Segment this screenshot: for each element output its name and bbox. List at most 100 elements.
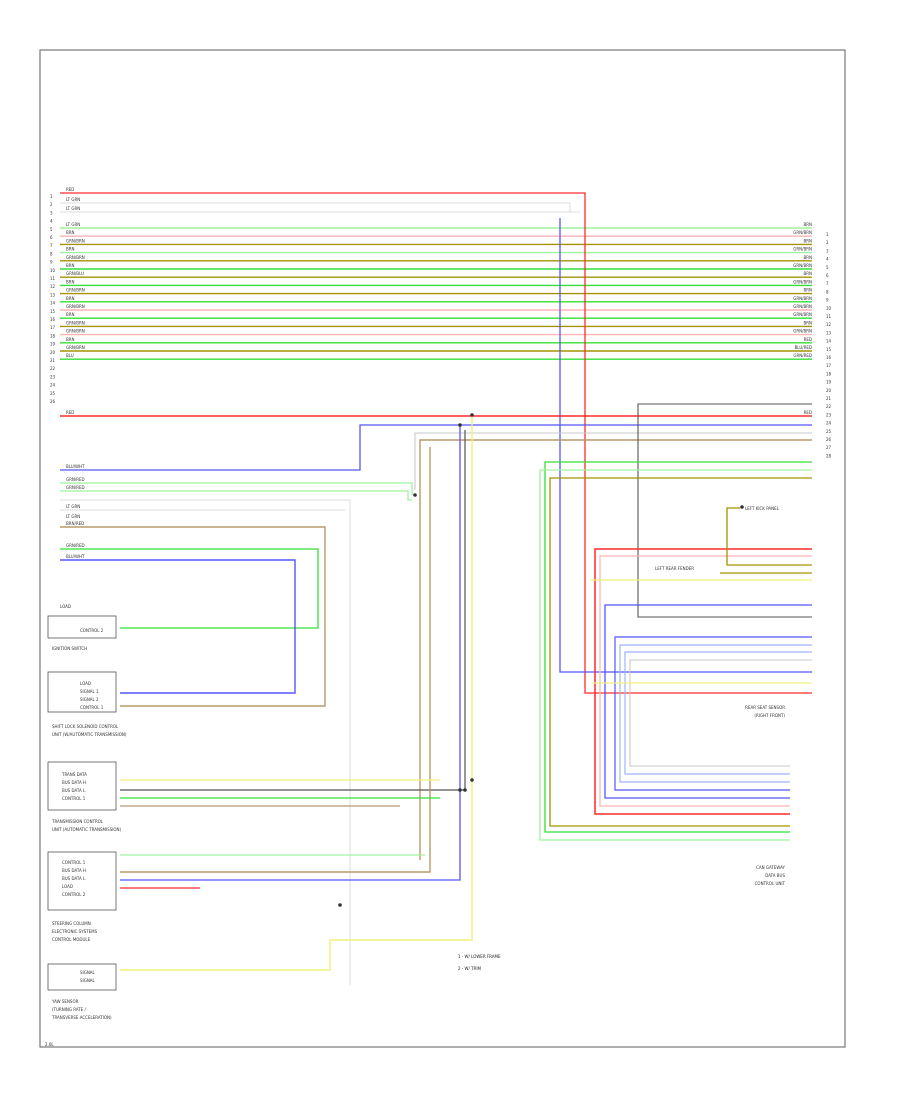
- left-pin-number: 2: [50, 202, 53, 207]
- lg-wire-left-2: [60, 490, 412, 501]
- left-pin-number: 18: [50, 333, 56, 338]
- wire-left-label: GRN/BRN: [66, 255, 85, 260]
- ltgray-wire: [60, 202, 571, 212]
- steering-column-module: [47, 851, 117, 911]
- left-pin-number: 13: [50, 292, 56, 297]
- wire-label: LT GRN: [66, 197, 80, 202]
- left-pin-number: 1: [50, 194, 53, 199]
- right-pin-number: 22: [826, 404, 832, 409]
- wire-right-label: GRN/BRN: [793, 304, 812, 309]
- component-pin: CONTROL 2: [62, 892, 86, 897]
- olive-lamp: [726, 507, 812, 566]
- wire-left-label: BRN: [66, 263, 75, 268]
- left-pin-number: 4: [50, 219, 53, 224]
- wire-right-label: BRN: [803, 222, 812, 227]
- component-pin: LOAD: [60, 604, 71, 609]
- red-right-block: [594, 548, 812, 815]
- wire-label: BRN/RED: [66, 521, 84, 526]
- component-pin: TRANS DATA: [61, 772, 87, 777]
- splice-dot: [470, 413, 474, 417]
- left-pin-number: 3: [50, 210, 53, 215]
- left-pin-number: 15: [50, 309, 56, 314]
- blue-wire-2: [60, 424, 812, 471]
- right-pin-number: 9: [826, 298, 829, 303]
- wire-right-label: GRN/BRN: [793, 279, 812, 284]
- wire-right-label: RED: [804, 410, 812, 415]
- pink-right-block: [599, 555, 812, 807]
- green-wire-r2: [539, 469, 812, 841]
- right-pin-number: 11: [826, 314, 832, 319]
- left-pin-number: 16: [50, 317, 56, 322]
- right-pin-number: 13: [826, 330, 832, 335]
- component-name: CAN GATEWAY: [756, 865, 785, 870]
- left-pin-number: 14: [50, 301, 56, 306]
- right-pin-number: 27: [826, 445, 832, 450]
- gray-right-1: [629, 659, 812, 767]
- wire-right-label: BRN: [803, 320, 812, 325]
- wire-left-label: BRN: [66, 247, 75, 252]
- wire-left-label: BRN: [66, 279, 75, 284]
- right-pin-number: 14: [826, 339, 832, 344]
- splice-dot: [458, 423, 462, 427]
- left-pin-number: 21: [50, 358, 56, 363]
- component-name: CONTROL MODULE: [52, 937, 91, 942]
- lb-right-1: [619, 644, 812, 783]
- wire-right-label: BRN: [803, 238, 812, 243]
- wire-label: LT GRN: [66, 504, 80, 509]
- wire-left-label: GRN/BRN: [66, 345, 85, 350]
- wire-label: GRN/RED: [66, 477, 85, 482]
- yaw-sensor: [47, 963, 117, 991]
- right-pin-number: 28: [826, 453, 832, 458]
- wire-right-label: GRN/BRN: [793, 230, 812, 235]
- wire-left-label: GRN/BRN: [66, 238, 85, 243]
- right-pin-number: 23: [826, 412, 832, 417]
- component-pin: CONTROL 2: [80, 628, 104, 633]
- yellow-center-wire: [120, 415, 473, 971]
- component-pin: CONTROL 1: [80, 705, 104, 710]
- tan-center-wire: [120, 447, 431, 873]
- wire-left-label: GRN/BRN: [66, 288, 85, 293]
- olive-wire-r: [549, 477, 812, 827]
- left-pin-number: 20: [50, 350, 56, 355]
- wire-left-label: LT GRN: [66, 222, 80, 227]
- right-pin-number: 12: [826, 322, 832, 327]
- blue-wire-1: [559, 218, 812, 673]
- wire-left-label: BRN: [66, 296, 75, 301]
- wire-left-label: BRN: [66, 230, 75, 235]
- wire-right-label: BRN: [803, 255, 812, 260]
- wire-left-label: GRN/BLU: [66, 271, 84, 276]
- wire-right-label: BLU/RED: [795, 345, 812, 350]
- left-pin-number: 23: [50, 374, 56, 379]
- wire-right-label: GRN/BRN: [793, 296, 812, 301]
- right-pin-number: 20: [826, 388, 832, 393]
- black-wire: [637, 403, 812, 618]
- component-name: DATA BUS: [765, 873, 785, 878]
- wire-right-label: GRN/BRN: [793, 247, 812, 252]
- component-name: CONTROL UNIT: [755, 881, 786, 886]
- blue-center-wire: [120, 425, 461, 881]
- wire-left-label: BRN: [66, 337, 75, 342]
- shift-lock-module: [47, 671, 117, 713]
- lg-wire-left-1: [60, 482, 413, 495]
- wire-label: LT GRN: [66, 206, 80, 211]
- right-pin-number: 8: [826, 289, 829, 294]
- tan-wire-1: [419, 439, 812, 860]
- left-pin-number: 7: [50, 243, 53, 248]
- left-pin-number: 19: [50, 342, 56, 347]
- left-pin-number: 22: [50, 366, 56, 371]
- left-pin-number: 9: [50, 260, 53, 265]
- component-pin: CONTROL 1: [62, 796, 86, 801]
- component-pin: LOAD: [80, 681, 91, 686]
- wire-right-label: BRN: [803, 288, 812, 293]
- wire-right-label: GRN/BRN: [793, 312, 812, 317]
- right-pin-number: 16: [826, 355, 832, 360]
- wire-label: GRN/RED: [66, 485, 85, 490]
- component-pin: BUS DATA H: [62, 868, 86, 873]
- component-pin: CONTROL 1: [62, 860, 86, 865]
- wire-label: BLU/WHT: [66, 554, 85, 559]
- splice-dot: [413, 493, 417, 497]
- left-pin-number: 12: [50, 284, 56, 289]
- left-pin-number: 5: [50, 227, 53, 232]
- component-pin: BUS DATA L: [62, 876, 86, 881]
- right-pin-number: 10: [826, 306, 832, 311]
